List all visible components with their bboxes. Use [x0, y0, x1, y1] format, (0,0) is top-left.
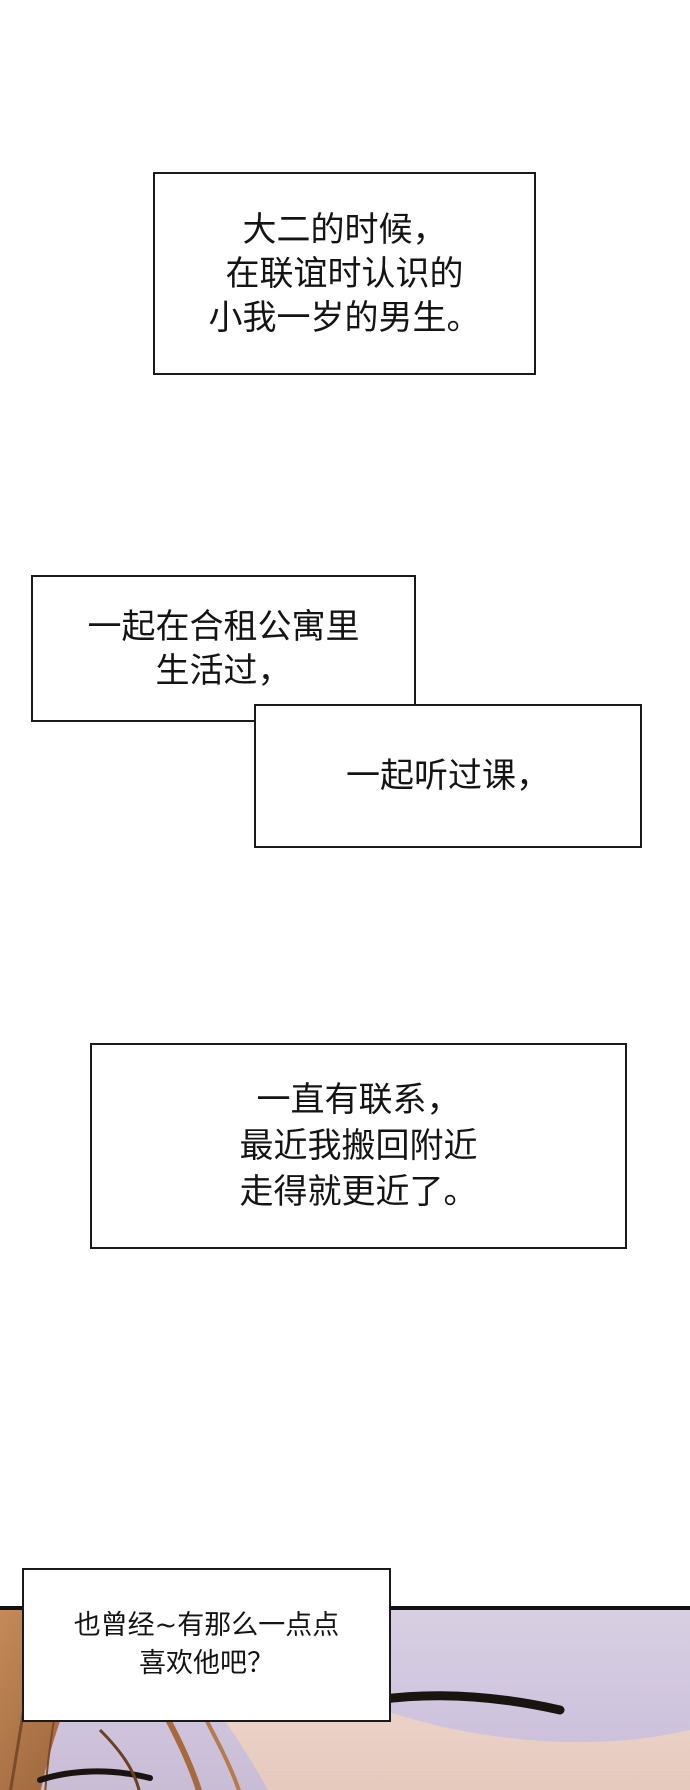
narration-line: 一起在合租公寓里 — [87, 606, 360, 647]
narration-line: 喜欢他吧？ — [139, 1648, 274, 1679]
narration-box-5: 也曾经~有那么一点点 喜欢他吧？ — [22, 1568, 391, 1722]
eye-line — [37, 1768, 153, 1783]
narration-box-2: 一起在合租公寓里 生活过， — [31, 575, 416, 722]
face-shape — [120, 1610, 690, 1790]
narration-line: 在联谊时认识的 — [225, 253, 464, 294]
narration-line: 一直有联系， — [256, 1080, 461, 1120]
narration-box-1: 大二的时候， 在联谊时认识的 小我一岁的男生。 — [153, 172, 536, 375]
narration-line: 一起听过课， — [346, 756, 550, 796]
narration-line: 生活过， — [155, 650, 292, 691]
narration-line: 走得就更近了。 — [239, 1172, 478, 1212]
narration-box-3: 一起听过课， — [254, 704, 642, 848]
narration-box-4: 一直有联系， 最近我搬回附近 走得就更近了。 — [90, 1043, 627, 1249]
narration-line: 大二的时候， — [242, 209, 447, 250]
hair-shape — [98, 1728, 141, 1790]
narration-line: 最近我搬回附近 — [239, 1126, 478, 1166]
narration-line: 小我一岁的男生。 — [208, 297, 481, 338]
narration-line: 也曾经~有那么一点点 — [73, 1610, 340, 1641]
